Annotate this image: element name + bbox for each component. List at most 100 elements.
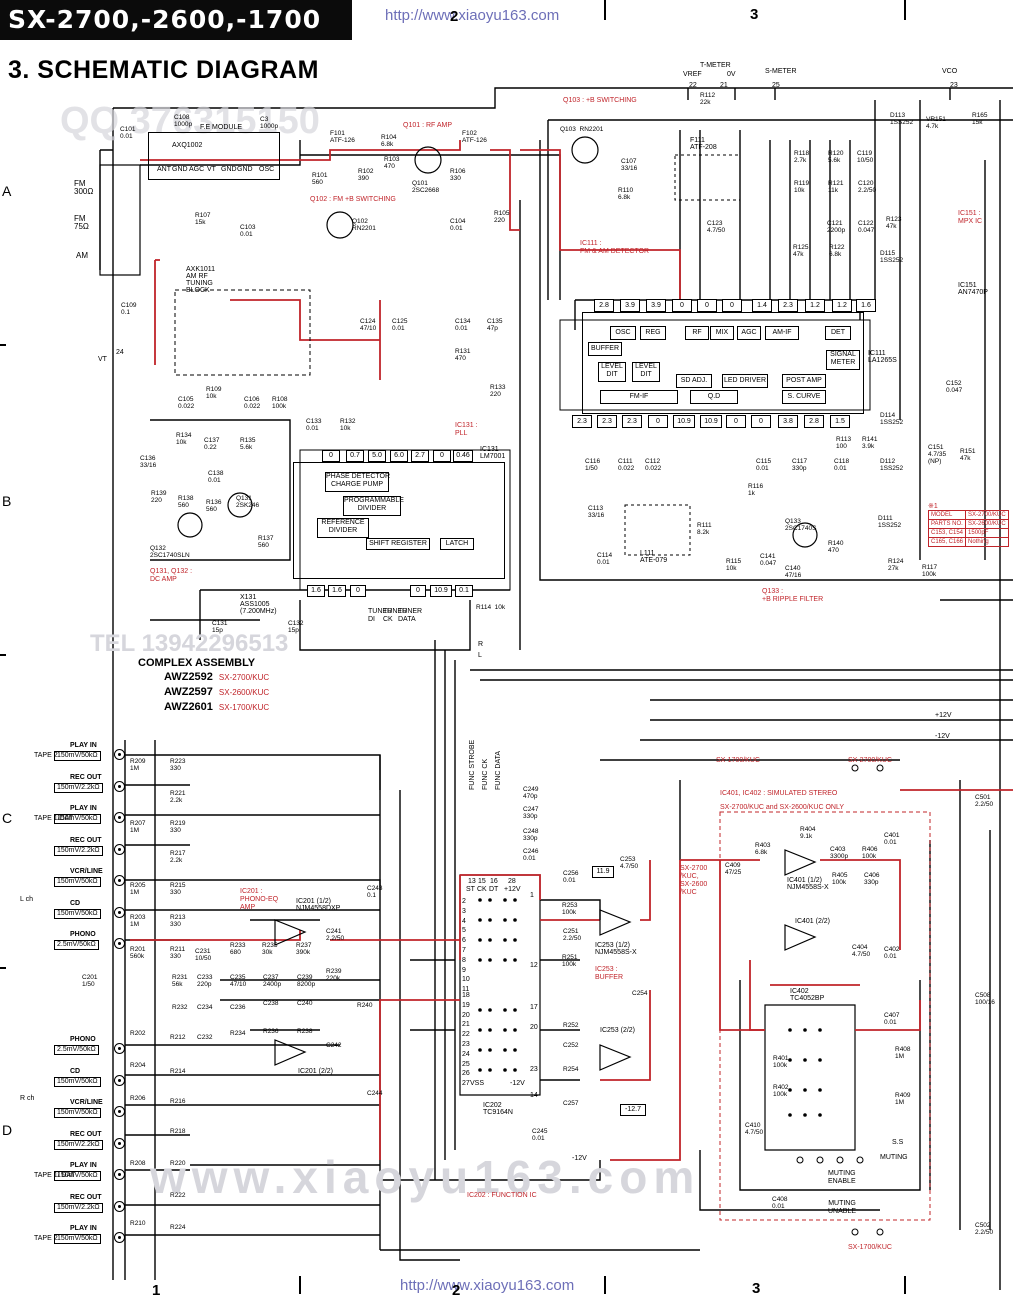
ic111-volt-bot-11: 1.5 [830, 415, 850, 428]
note-q102: Q102 : FM +B SWITCHING [310, 196, 396, 203]
component-c133: C133 0.01 [306, 418, 322, 432]
rail-l: L [478, 652, 482, 659]
ic131-volt-top-4: 6.0 [390, 450, 408, 462]
ic111-block-det: DET [825, 326, 851, 340]
ic111-volt-top-1: 2.8 [594, 299, 614, 312]
ic131-volt-top-6: 0 [433, 450, 451, 462]
component-d115: D115 1SS252 [880, 250, 904, 264]
component-c236: C236 [230, 1004, 246, 1011]
ic111-volt-top-11: 1.6 [856, 299, 876, 312]
component-c134: C134 0.01 [455, 318, 471, 332]
component-r231: R231 56k [172, 974, 188, 988]
ic111-volt-bot-6: 10.9 [700, 415, 722, 428]
component-r251: R251 100k [562, 954, 578, 968]
component-c151: C151 4.7/35 (NP) [928, 444, 947, 465]
rca-jack-icon [114, 1169, 125, 1180]
ic111-block-s-curve: S. CURVE [782, 390, 826, 404]
component-r218: R218 [170, 1128, 186, 1135]
ic202-left-pin: 22 [462, 1031, 470, 1039]
rca-jack-icon [114, 938, 125, 949]
component-r131: R131 470 [455, 348, 471, 362]
component-r212: R212 [170, 1034, 186, 1041]
ic111-volt-top-2: 3.9 [620, 299, 640, 312]
component-r232: R232 [172, 1004, 188, 1011]
ic202-left-pin: 3 [462, 907, 466, 915]
ic131-block-programmable-divider: PROGRAMMABLE DIVIDER [343, 496, 404, 516]
component-r234: R234 [230, 1030, 246, 1037]
ic111-block-amif: AM-IF [765, 326, 799, 340]
component-r114: R114 10k [476, 604, 506, 611]
ic111-volt-bot-10: 2.8 [804, 415, 824, 428]
ic202-left-pin: 8 [462, 956, 466, 964]
io-jack-name: REC OUT [70, 1130, 102, 1138]
component-c252: C252 [563, 1042, 579, 1049]
ic202-right-pin: 17 [530, 1004, 538, 1011]
ic202-left-pin: 18 [462, 992, 470, 999]
ic253a-label: IC253 (1/2) NJM4558S-X [595, 942, 637, 956]
component-r115: R115 10k [726, 558, 742, 572]
grid-row-c: C [2, 810, 13, 826]
fe-pin-gnd1: GND [172, 166, 188, 173]
rail-r: R [478, 641, 484, 648]
source-url-bottom[interactable]: http://www.xiaoyu163.com [400, 1277, 575, 1294]
ic131-block-reference-divider: REFERENCE DIVIDER [317, 518, 369, 538]
component-c124: C124 47/10 [360, 318, 377, 332]
ic111-volt-top-6: 0 [722, 299, 742, 312]
component-c111: C111 0.022 [618, 458, 635, 472]
complex-part-2: AWZ2597 [164, 686, 213, 698]
component-c132: C132 15p [288, 620, 304, 634]
io-group-label: TAPE 2 [34, 752, 58, 759]
component-r119: R119 10k [794, 180, 810, 194]
ic202-tag: -12V [510, 1080, 525, 1087]
component-r111: R111 8.2k [697, 522, 712, 536]
ic111-block-qd: Q.D [690, 390, 738, 404]
component-c138: C138 0.01 [208, 470, 224, 484]
ant-fm75: FM 75Ω [74, 214, 89, 231]
ic202-tag: CK [477, 886, 487, 893]
component-c103: C103 0.01 [240, 224, 256, 238]
ic202-left-pin: 10 [462, 976, 470, 984]
component-c239: C239 8200p [297, 974, 316, 988]
parts-row3-a: C165, C166 [927, 537, 967, 547]
component-d114: D114 1SS252 [880, 412, 904, 426]
ic202-left-pin: 24 [462, 1050, 470, 1058]
ic202-left-pin: 11 [462, 986, 470, 994]
component-r408: R408 1M [895, 1046, 911, 1060]
ic111-block-led-driver: LED DRIVER [722, 374, 768, 388]
component-r235: R235 30k [262, 942, 278, 956]
component-r135: R135 5.6k [240, 437, 256, 451]
rca-jack-icon [114, 875, 125, 886]
component-c114: C114 0.01 [597, 552, 613, 566]
ic202-left-pin: 27 [462, 1080, 470, 1088]
source-url-top[interactable]: http://www.xiaoyu163.com [385, 7, 560, 24]
component-r217: R217 2.2k [170, 850, 186, 864]
component-r207: R207 1M [130, 820, 146, 834]
component-c508: C508 100/16 [975, 992, 995, 1006]
io-group-label: TAPE 1/DAT [34, 815, 74, 822]
component-c120: C120 2.2/50 [858, 180, 877, 194]
ic202-tag: +12V [504, 886, 521, 893]
component-r215: R215 330 [170, 882, 186, 896]
parts-row2-a: C153, C154 [927, 528, 967, 538]
component-c407: C407 0.01 [884, 1012, 900, 1026]
ant-fm300: FM 300Ω [74, 179, 94, 196]
component-r140: R140 470 [828, 540, 844, 554]
func-data: FUNC DATA [495, 750, 502, 790]
component-r108: R108 100k [272, 396, 288, 410]
io-jack-level: 150mV/50kΩ [54, 1234, 101, 1244]
component-c245: C245 0.01 [532, 1128, 548, 1142]
io-jack-name: CD [70, 899, 81, 907]
s-meter-label: S-METER [765, 68, 797, 75]
component-c257: C257 [563, 1100, 579, 1107]
ic131-volt-bot-3: 0 [350, 585, 366, 597]
note-sx1700-bottom: SX-1700/KUC [848, 1244, 892, 1251]
ic202-right-pin: 14 [530, 1092, 538, 1099]
ic131-block-shift-register: SHIFT REGISTER [366, 538, 430, 550]
component-c244: C244 [367, 1090, 383, 1097]
ic202-left-pin: 21 [462, 1021, 470, 1029]
component-r223: R223 330 [170, 758, 186, 772]
ic202-left-pin: 6 [462, 937, 466, 945]
grid-col-bottom-2: 2 [452, 1282, 461, 1299]
ic202-label: IC202 TC9164N [483, 1102, 513, 1116]
component-c234: C234 [197, 1004, 213, 1011]
